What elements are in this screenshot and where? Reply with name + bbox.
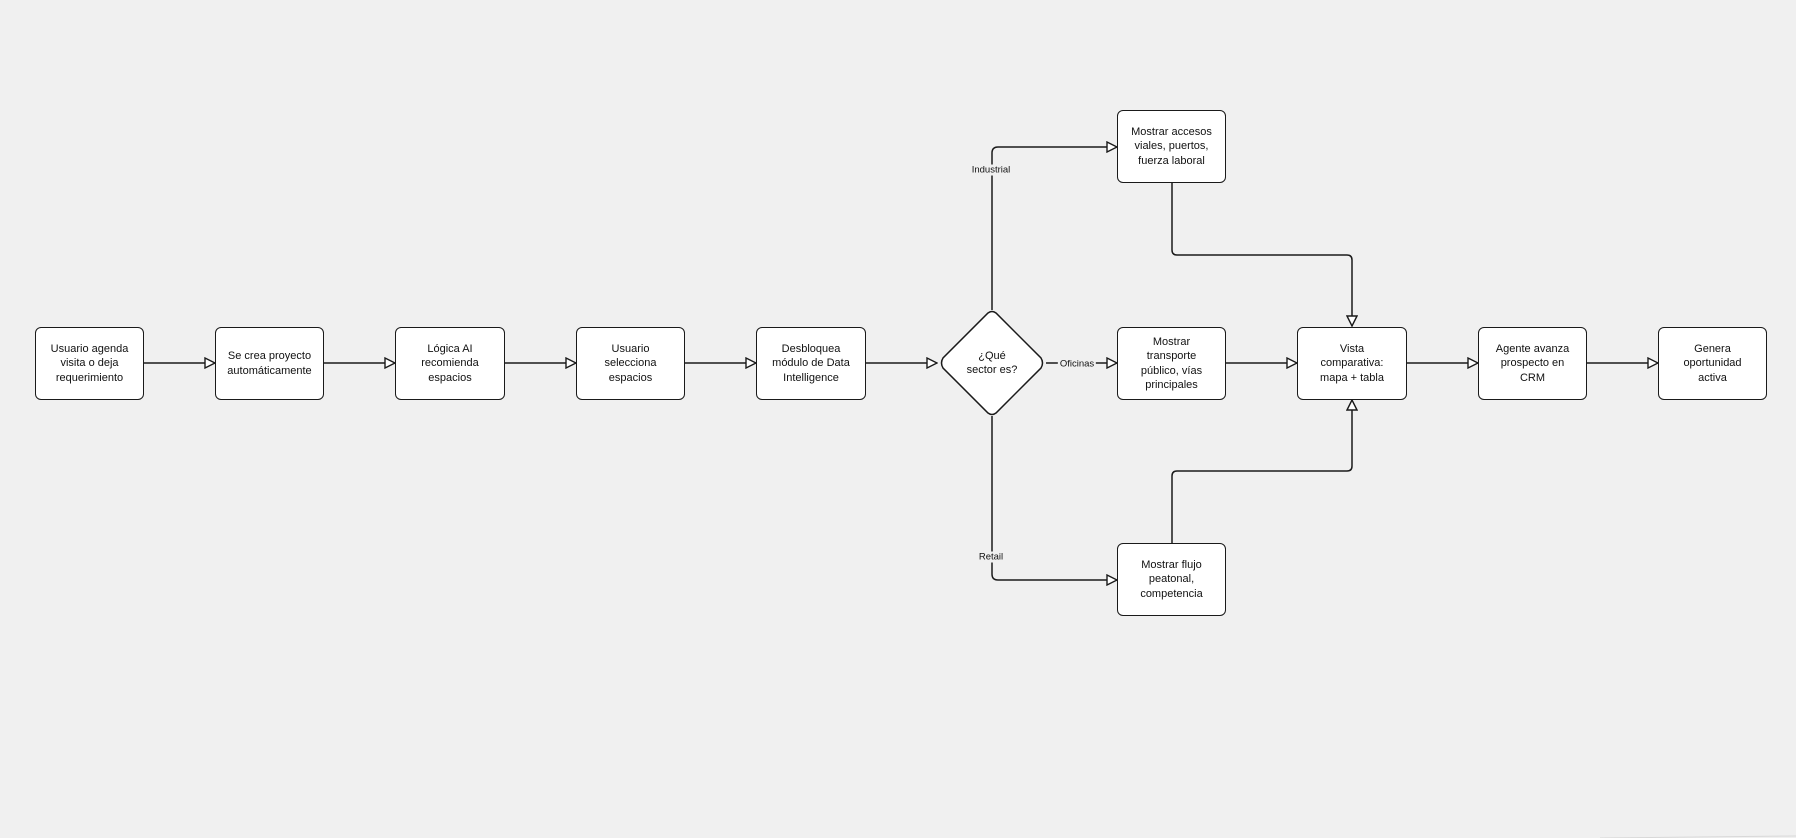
node-usuario-selecciona[interactable]: Usuario selecciona espacios bbox=[576, 327, 685, 400]
node-agente-avanza[interactable]: Agente avanza prospecto en CRM bbox=[1478, 327, 1587, 400]
edge-retail-vista bbox=[1171, 400, 1352, 543]
edge-label-oficinas: Oficinas bbox=[1057, 358, 1097, 370]
edge-label-industrial: Industrial bbox=[969, 164, 1013, 176]
edge-label-retail: Retail bbox=[976, 551, 1006, 563]
edge-decision-industrial bbox=[991, 147, 1117, 310]
node-crea-proyecto[interactable]: Se crea proyecto automáticamente bbox=[215, 327, 324, 400]
node-industrial[interactable]: Mostrar accesos viales, puertos, fuerza … bbox=[1117, 110, 1226, 183]
edge-industrial-vista bbox=[1171, 183, 1352, 326]
node-logica-ai[interactable]: Lógica AI recomienda espacios bbox=[395, 327, 505, 400]
decision-sector[interactable]: ¿Qué sector es? bbox=[966, 349, 1018, 377]
node-oficinas[interactable]: Mostrar transporte público, vías princip… bbox=[1117, 327, 1226, 400]
node-genera-oportunidad[interactable]: Genera oportunidad activa bbox=[1658, 327, 1767, 400]
node-desbloquea-modulo[interactable]: Desbloquea módulo de Data Intelligence bbox=[756, 327, 866, 400]
edge-decision-retail bbox=[991, 416, 1117, 580]
node-vista-comparativa[interactable]: Vista comparativa: mapa + tabla bbox=[1297, 327, 1407, 400]
node-retail[interactable]: Mostrar flujo peatonal, competencia bbox=[1117, 543, 1226, 616]
node-usuario-agenda[interactable]: Usuario agenda visita o deja requerimien… bbox=[35, 327, 144, 400]
diamond-shape bbox=[940, 310, 1044, 416]
